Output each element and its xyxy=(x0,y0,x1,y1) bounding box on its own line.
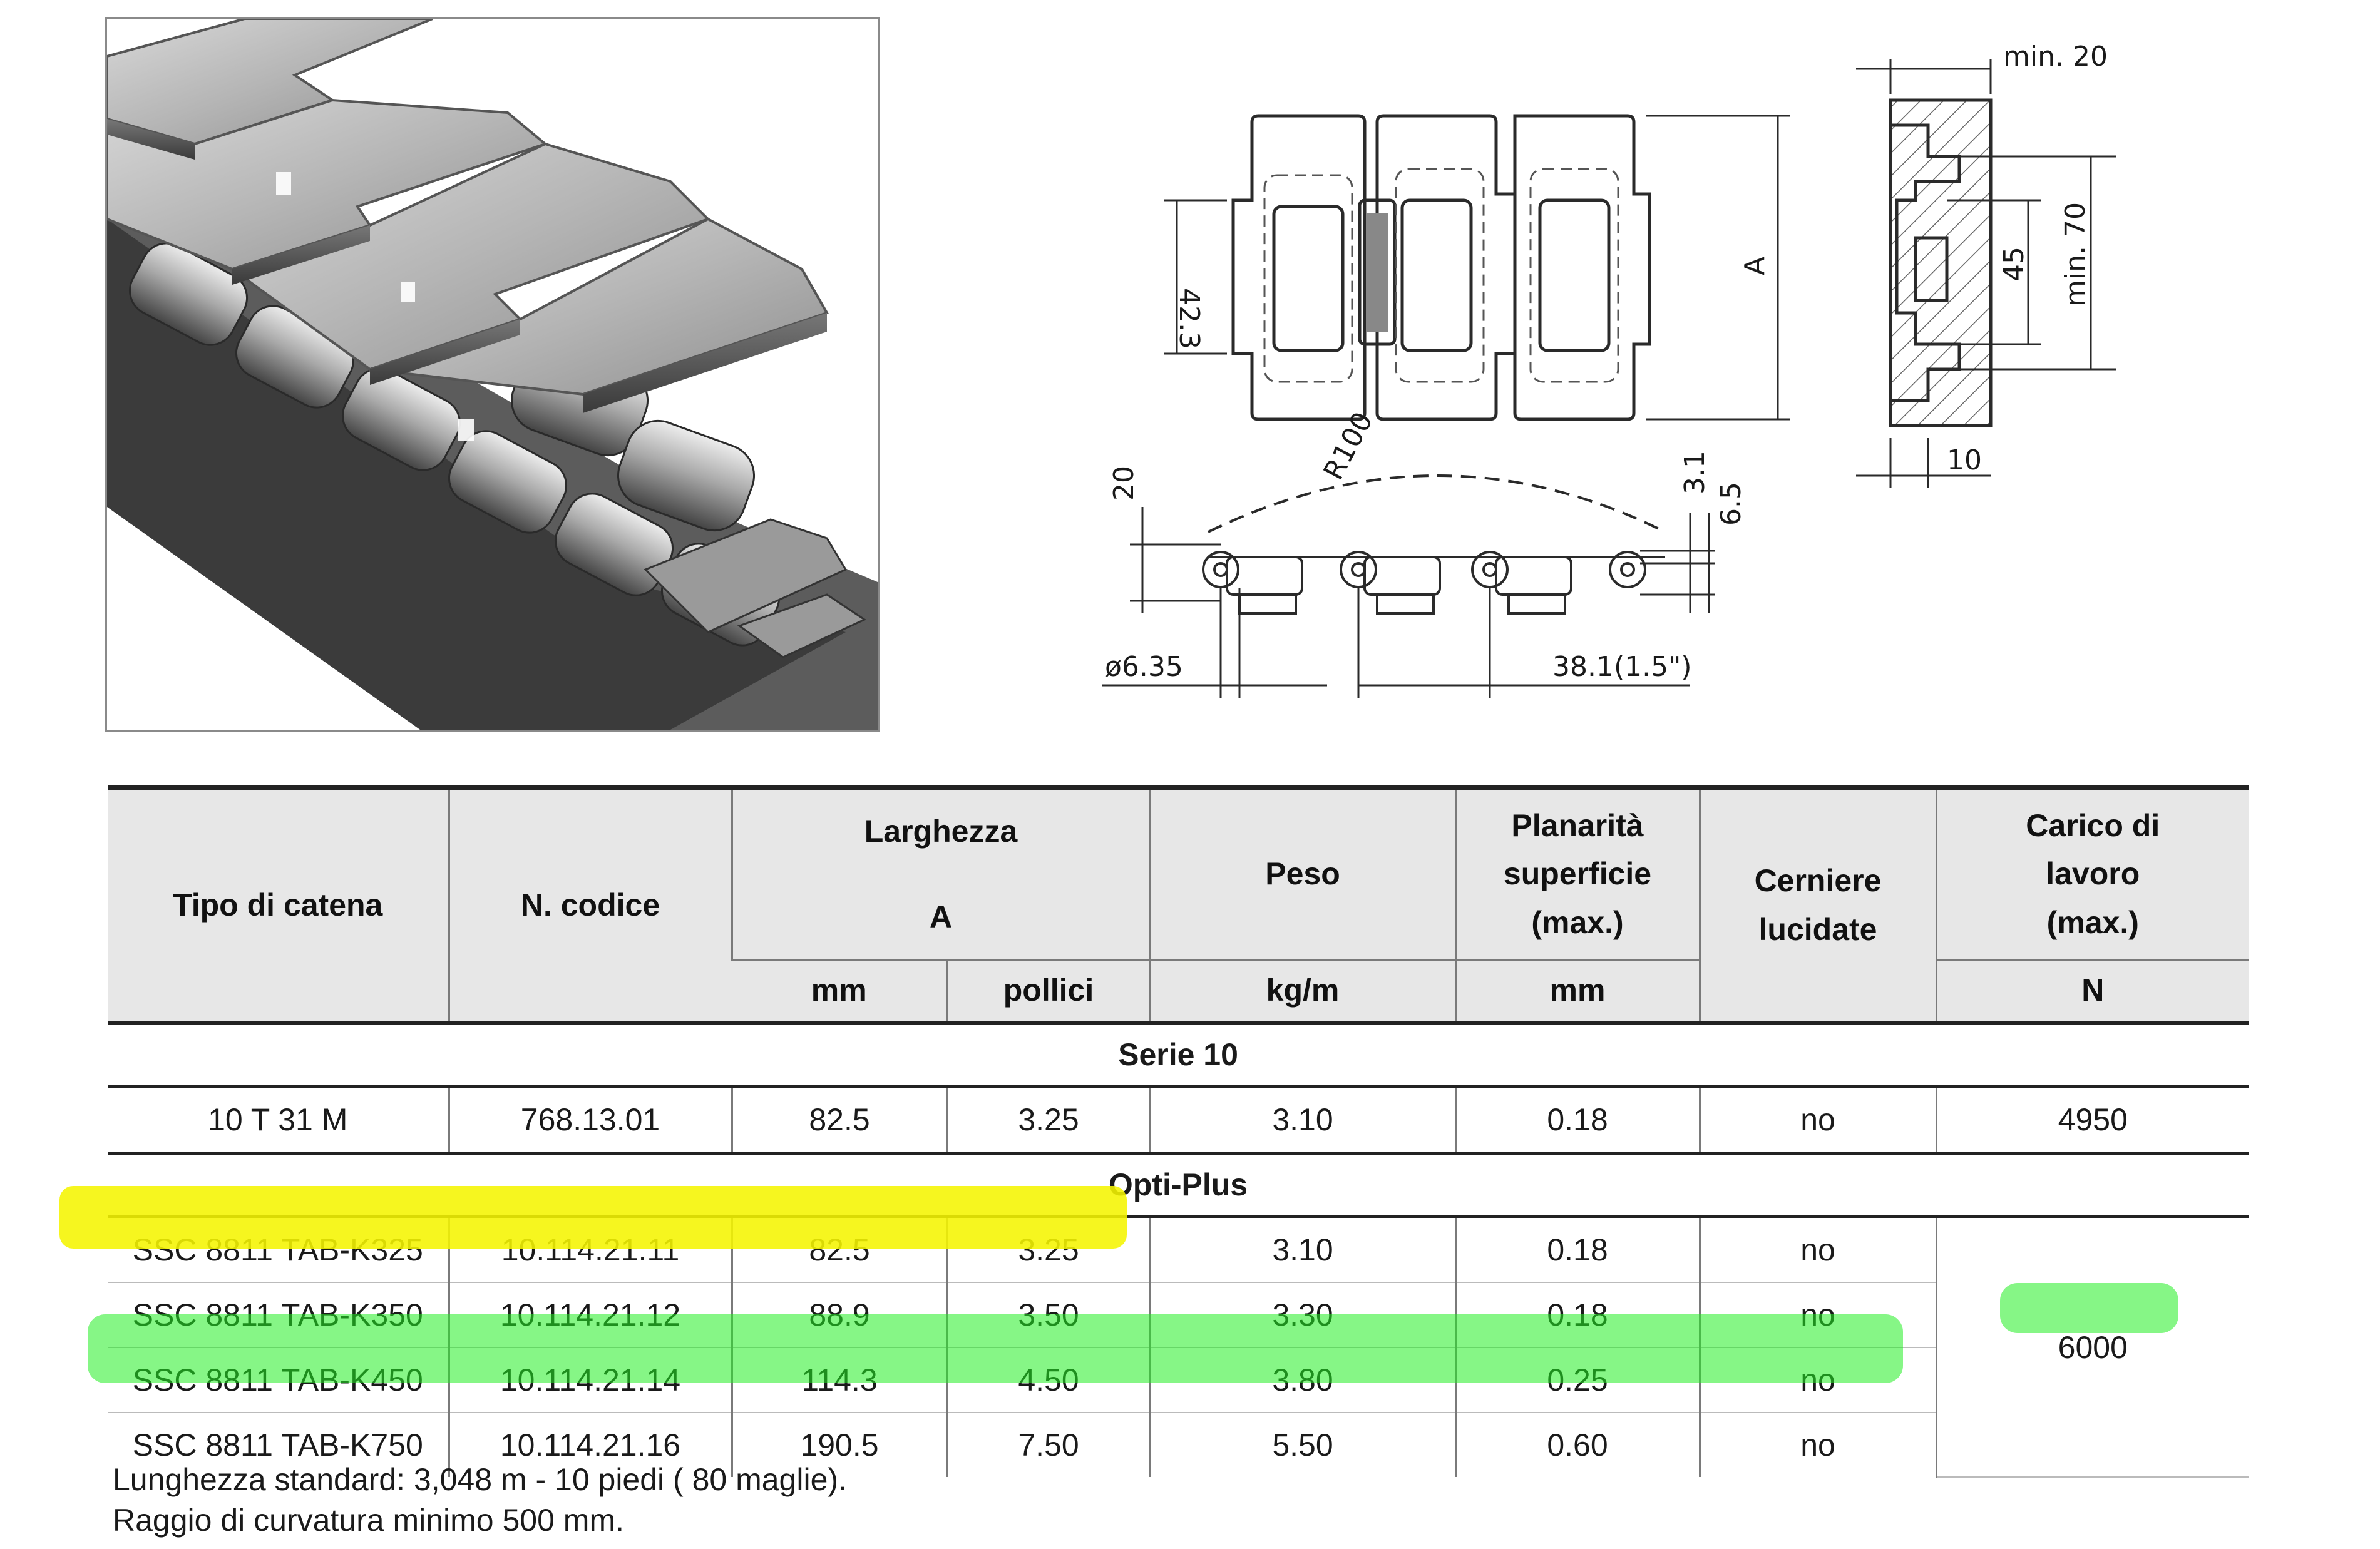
plate-outline-2 xyxy=(1375,114,1517,421)
dim-45: 45 xyxy=(1998,247,2030,282)
dim-min-70: min. 70 xyxy=(2059,202,2091,307)
cell-tipo: 10 T 31 M xyxy=(208,1102,348,1137)
dim-a: A xyxy=(1739,257,1771,275)
header-planarita-l1: Planarità xyxy=(1511,807,1644,843)
series-name: Opti-Plus xyxy=(1108,1167,1248,1202)
chain-illustration xyxy=(107,19,878,730)
technical-drawing: 42.3 A min. 20 45 min. 70 10 xyxy=(1102,41,2116,698)
header-cerniere: Cerniere lucidate xyxy=(1698,787,1937,1023)
dim-20: 20 xyxy=(1108,466,1140,501)
unit-kgm: kg/m xyxy=(1149,959,1456,1023)
cell-carico-shared: 6000 xyxy=(1935,1216,2249,1478)
cell-codice: 768.13.01 xyxy=(448,1086,732,1153)
cell-codice: 10.114.21.16 xyxy=(448,1413,732,1477)
cell-mm: 82.5 xyxy=(731,1086,947,1153)
header-larghezza: Larghezza A xyxy=(731,787,1151,960)
cell-mm: 190.5 xyxy=(731,1413,947,1477)
chain-photo xyxy=(105,17,880,732)
dim-42-3: 42.3 xyxy=(1173,288,1205,349)
unit-pollici: pollici xyxy=(946,959,1151,1023)
header-cerniere-l1: Cerniere xyxy=(1754,863,1882,898)
header-planarita: Planarità superficie (max.) xyxy=(1454,787,1700,960)
header-codice: N. codice xyxy=(448,787,732,1023)
table-row: SSC 8811 TAB-K750 10.114.21.16 190.5 7.5… xyxy=(108,1413,2249,1477)
header-larghezza-l2: A xyxy=(929,899,953,934)
cell-cerniere: no xyxy=(1698,1086,1937,1153)
cell-peso: 5.50 xyxy=(1149,1413,1456,1477)
yellow-highlight xyxy=(59,1186,1127,1249)
carico-shared-value: 6000 xyxy=(2058,1329,2128,1365)
green-highlight-carico xyxy=(2000,1283,2178,1333)
plate-outline-3 xyxy=(1513,114,1651,421)
cell-pollici: 7.50 xyxy=(946,1413,1151,1477)
note-radius: Raggio di curvatura minimo 500 mm. xyxy=(113,1503,624,1538)
dim-min-20: min. 20 xyxy=(2003,41,2108,73)
cell-tipo: SSC 8811 TAB-K750 xyxy=(132,1428,423,1463)
cell-planarita: 0.18 xyxy=(1454,1086,1700,1153)
header-peso: Peso xyxy=(1149,787,1456,960)
unit-planarita-mm: mm xyxy=(1454,959,1700,1023)
dim-pitch: 38.1(1.5") xyxy=(1552,651,1692,683)
footnotes: Lunghezza standard: 3,048 m - 10 piedi (… xyxy=(113,1460,847,1541)
cell-cerniere: no xyxy=(1698,1413,1937,1477)
cell-planarita: 0.60 xyxy=(1454,1413,1700,1477)
note-length: Lunghezza standard: 3,048 m - 10 piedi (… xyxy=(113,1462,847,1497)
cell-peso: 3.10 xyxy=(1149,1086,1456,1153)
cell-carico: 4950 xyxy=(1935,1086,2249,1153)
header-planarita-l3: (max.) xyxy=(1531,904,1624,940)
header-carico-l1: Carico di xyxy=(2026,807,2160,843)
unit-n: N xyxy=(1935,959,2249,1023)
green-highlight-row xyxy=(88,1314,1903,1383)
cell-pollici: 3.25 xyxy=(946,1086,1151,1153)
table-row: 10 T 31 M 768.13.01 82.5 3.25 3.10 0.18 … xyxy=(108,1086,2249,1153)
header-larghezza-l1: Larghezza xyxy=(864,813,1018,849)
dim-10: 10 xyxy=(1947,444,1982,476)
header-carico-l3: (max.) xyxy=(2046,904,2139,940)
cell-cerniere: no xyxy=(1698,1216,1937,1283)
header-cerniere-l2: lucidate xyxy=(1758,911,1877,947)
header-carico: Carico di lavoro (max.) xyxy=(1935,787,2249,960)
cell-planarita: 0.18 xyxy=(1454,1216,1700,1283)
plate-outline-1 xyxy=(1231,114,1367,421)
series-name: Serie 10 xyxy=(1118,1037,1238,1072)
dim-6-5: 6.5 xyxy=(1715,482,1747,526)
unit-mm: mm xyxy=(732,959,947,1023)
dim-pin-diameter: ø6.35 xyxy=(1105,651,1183,683)
header-planarita-l2: superficie xyxy=(1503,856,1652,892)
header-tipo: Tipo di catena xyxy=(108,787,449,1023)
dim-3-1: 3.1 xyxy=(1679,451,1711,494)
header-carico-l2: lavoro xyxy=(2046,856,2140,892)
cell-peso: 3.10 xyxy=(1149,1216,1456,1283)
